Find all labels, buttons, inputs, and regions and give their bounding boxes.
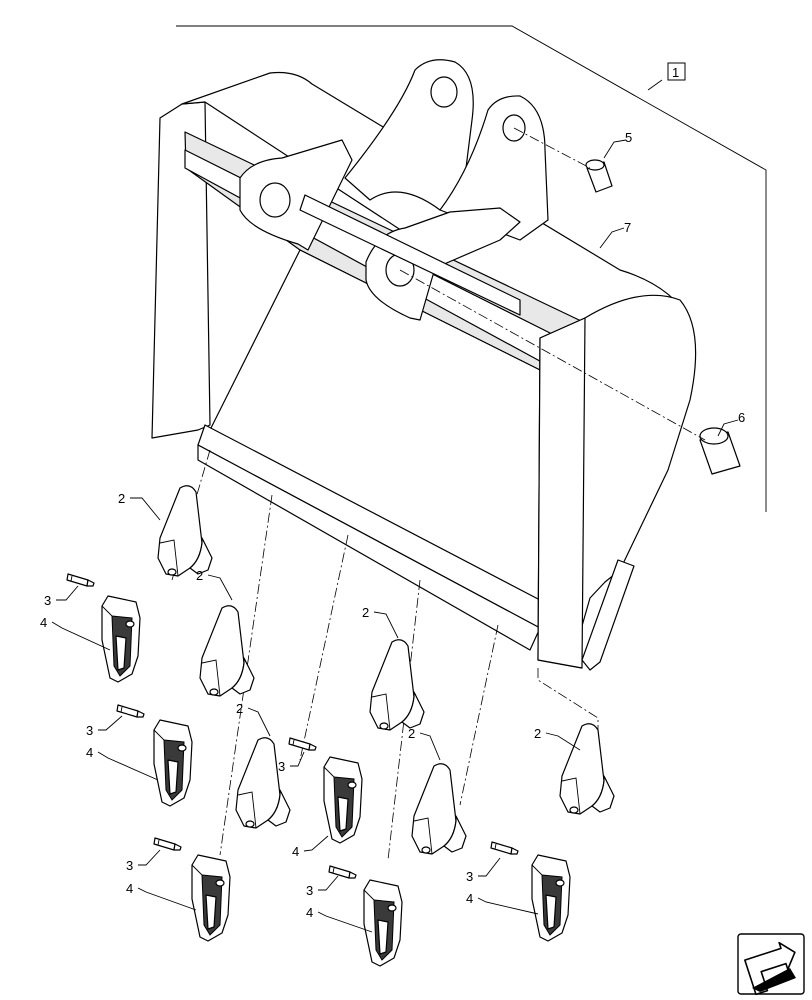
callout-pin: 3 — [44, 593, 51, 608]
callout-tooth-adapter: 2 — [534, 726, 541, 741]
callout-tooth-tip: 4 — [86, 745, 93, 760]
callout-bushing-small: 5 — [625, 130, 632, 145]
arrow-next-icon[interactable] — [737, 933, 805, 996]
bushing-large — [699, 427, 741, 475]
tooth-tip — [101, 595, 571, 967]
callout-bucket: 7 — [624, 220, 631, 235]
callout-tooth-tip: 4 — [40, 615, 47, 630]
callout-tooth-tip: 4 — [292, 844, 299, 859]
callout-tooth-tip: 4 — [126, 881, 133, 896]
callout-tooth-adapter: 2 — [196, 568, 203, 583]
callout-pin: 3 — [278, 759, 285, 774]
callout-bushing-large: 6 — [738, 410, 745, 425]
callout-pin: 3 — [466, 869, 473, 884]
callout-pin: 3 — [86, 723, 93, 738]
kit-label: 1 — [672, 65, 679, 80]
callout-pin: 3 — [306, 883, 313, 898]
kit-bracket — [176, 25, 767, 512]
bucket — [151, 59, 697, 671]
callout-tooth-tip: 4 — [466, 891, 473, 906]
callout-tooth-adapter: 2 — [236, 701, 243, 716]
bushing-small — [585, 159, 613, 193]
callout-tooth-tip: 4 — [306, 905, 313, 920]
callout-pin: 3 — [126, 858, 133, 873]
callout-tooth-adapter: 2 — [362, 605, 369, 620]
leaders — [51, 139, 739, 933]
callout-tooth-adapter: 2 — [408, 726, 415, 741]
callout-tooth-adapter: 2 — [118, 491, 125, 506]
callouts: 5 6 7 2 2 2 2 2 2 3 3 3 3 3 3 4 4 4 4 4 … — [40, 130, 745, 920]
